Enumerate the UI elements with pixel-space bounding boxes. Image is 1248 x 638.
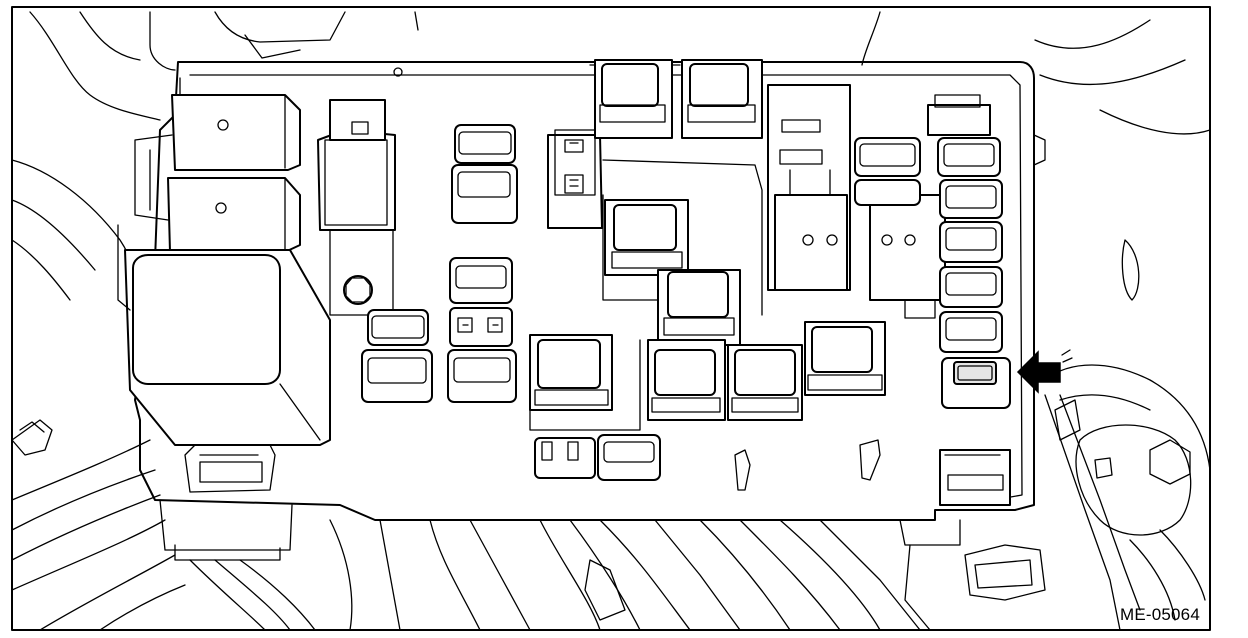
relay-large-right-2 [870, 195, 945, 318]
image-border [12, 7, 1210, 630]
bottom-fuses [535, 435, 660, 480]
relay-left-top [135, 95, 300, 220]
micro-relay [548, 130, 602, 228]
figure-code-label: ME-05064 [1119, 605, 1200, 624]
relay-large-right-1 [768, 85, 850, 290]
relay-bottom-2 [648, 340, 725, 420]
maxi-fuse-block [318, 100, 395, 315]
fuse-stack-center-left [448, 125, 517, 402]
relay-bottom-1 [530, 335, 640, 430]
relay-left-large [118, 225, 330, 445]
mini-fuse-pair-left [362, 310, 432, 402]
relay-center-1 [605, 200, 688, 275]
relay-center-2 [658, 270, 740, 345]
black-arrow-icon [1018, 350, 1072, 392]
engine-bay-background [12, 12, 1210, 630]
relay-left-middle [168, 178, 300, 252]
fuse-column-right [855, 95, 1010, 408]
relay-bottom-3 [728, 345, 802, 420]
relay-top-2 [682, 60, 762, 138]
connector-clips [735, 440, 1010, 505]
relay-top-1 [590, 60, 680, 138]
relay-bottom-4 [805, 322, 885, 395]
